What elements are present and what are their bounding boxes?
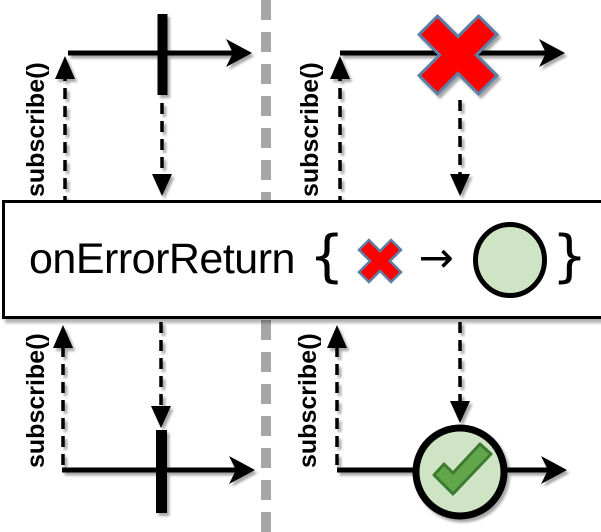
timeline-arrowhead-icon xyxy=(229,456,255,484)
timeline-arrowhead-icon xyxy=(541,456,567,484)
up-arrowhead-icon xyxy=(53,325,73,348)
completion-bar-icon xyxy=(156,430,167,513)
subscribe-label-bottom-left: subscribe() xyxy=(22,333,50,468)
timeline-arrowhead-icon xyxy=(539,39,565,67)
close-brace: } xyxy=(551,223,588,289)
quadrant-bottom-right-result xyxy=(327,322,567,520)
operator-label: onErrorReturn xyxy=(29,235,295,283)
up-arrowhead-icon xyxy=(55,56,75,79)
error-x-icon xyxy=(353,232,407,290)
subscribe-label-top-left: subscribe() xyxy=(22,62,50,197)
timeline-arrowhead-icon xyxy=(226,39,252,67)
success-check-icon xyxy=(432,442,493,496)
operator-box: onErrorReturn { → } xyxy=(2,200,601,319)
subscribe-label-top-right: subscribe() xyxy=(296,62,324,197)
up-arrowhead-icon xyxy=(327,325,347,348)
completion-bar-icon xyxy=(157,14,168,95)
up-arrowhead-icon xyxy=(330,56,350,79)
open-brace: { xyxy=(308,223,345,289)
down-arrowhead-icon xyxy=(450,174,470,196)
quadrant-top-left-source xyxy=(55,14,252,201)
quadrant-top-right-source xyxy=(330,13,565,201)
down-arrowhead-icon xyxy=(450,401,470,423)
down-arrowhead-icon xyxy=(151,406,171,428)
maps-to-arrow-icon: → xyxy=(418,232,454,282)
down-arrowhead-icon xyxy=(152,174,172,196)
error-x-icon xyxy=(416,13,500,97)
quadrant-bottom-left-result xyxy=(53,322,255,513)
subscribe-label-bottom-right: subscribe() xyxy=(294,333,322,468)
return-marble-icon xyxy=(472,221,547,298)
